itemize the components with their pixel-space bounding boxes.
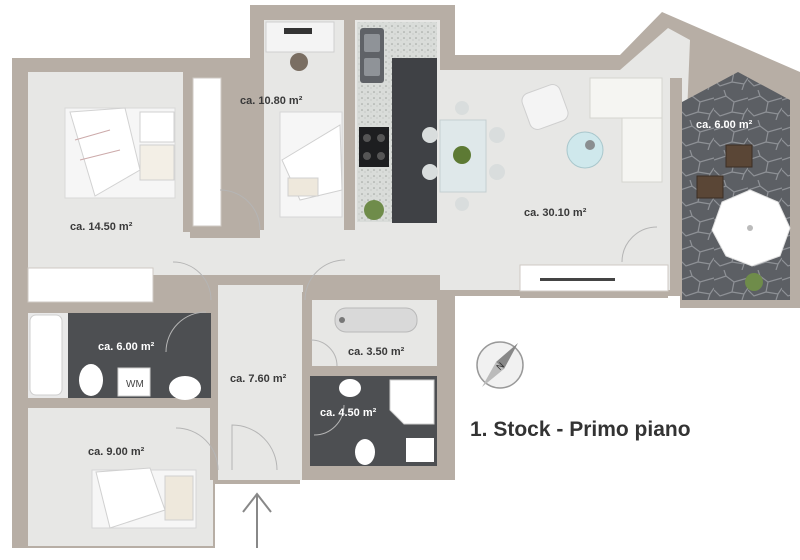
room-area-terrace: ca. 6.00 m² xyxy=(696,119,753,131)
room-area-living-room: ca. 30.10 m² xyxy=(524,207,587,219)
room-area-hallway: ca. 7.60 m² xyxy=(230,373,287,385)
washing-machine-label: WM xyxy=(126,379,144,390)
shower-room xyxy=(310,376,437,466)
entrance-arrow-icon xyxy=(242,492,272,548)
room-area-bedroom-large: ca. 14.50 m² xyxy=(70,221,133,233)
door-swings xyxy=(165,189,658,471)
living-furniture xyxy=(521,77,663,183)
dining-table xyxy=(422,101,505,211)
terrace xyxy=(682,72,791,300)
room-area-bedroom-small: ca. 10.80 m² xyxy=(240,95,303,107)
laundry-bathroom xyxy=(29,313,211,400)
kitchen xyxy=(357,22,437,223)
plan-title: 1. Stock - Primo piano xyxy=(470,418,691,441)
wardrobes xyxy=(27,77,669,303)
bathtub xyxy=(334,307,418,333)
room-area-laundry-bath: ca. 6.00 m² xyxy=(98,341,155,353)
room-area-shower-room: ca. 4.50 m² xyxy=(320,407,377,419)
room-area-bath-tub-room: ca. 3.50 m² xyxy=(348,346,405,358)
study-bed xyxy=(265,21,343,218)
compass-icon: N xyxy=(476,341,524,389)
double-bed-large xyxy=(64,107,176,199)
internal-walls xyxy=(28,5,682,480)
bottom-bed xyxy=(91,467,197,529)
svg-text:N: N xyxy=(494,360,506,372)
room-area-bedroom-bottom: ca. 9.00 m² xyxy=(88,446,145,458)
